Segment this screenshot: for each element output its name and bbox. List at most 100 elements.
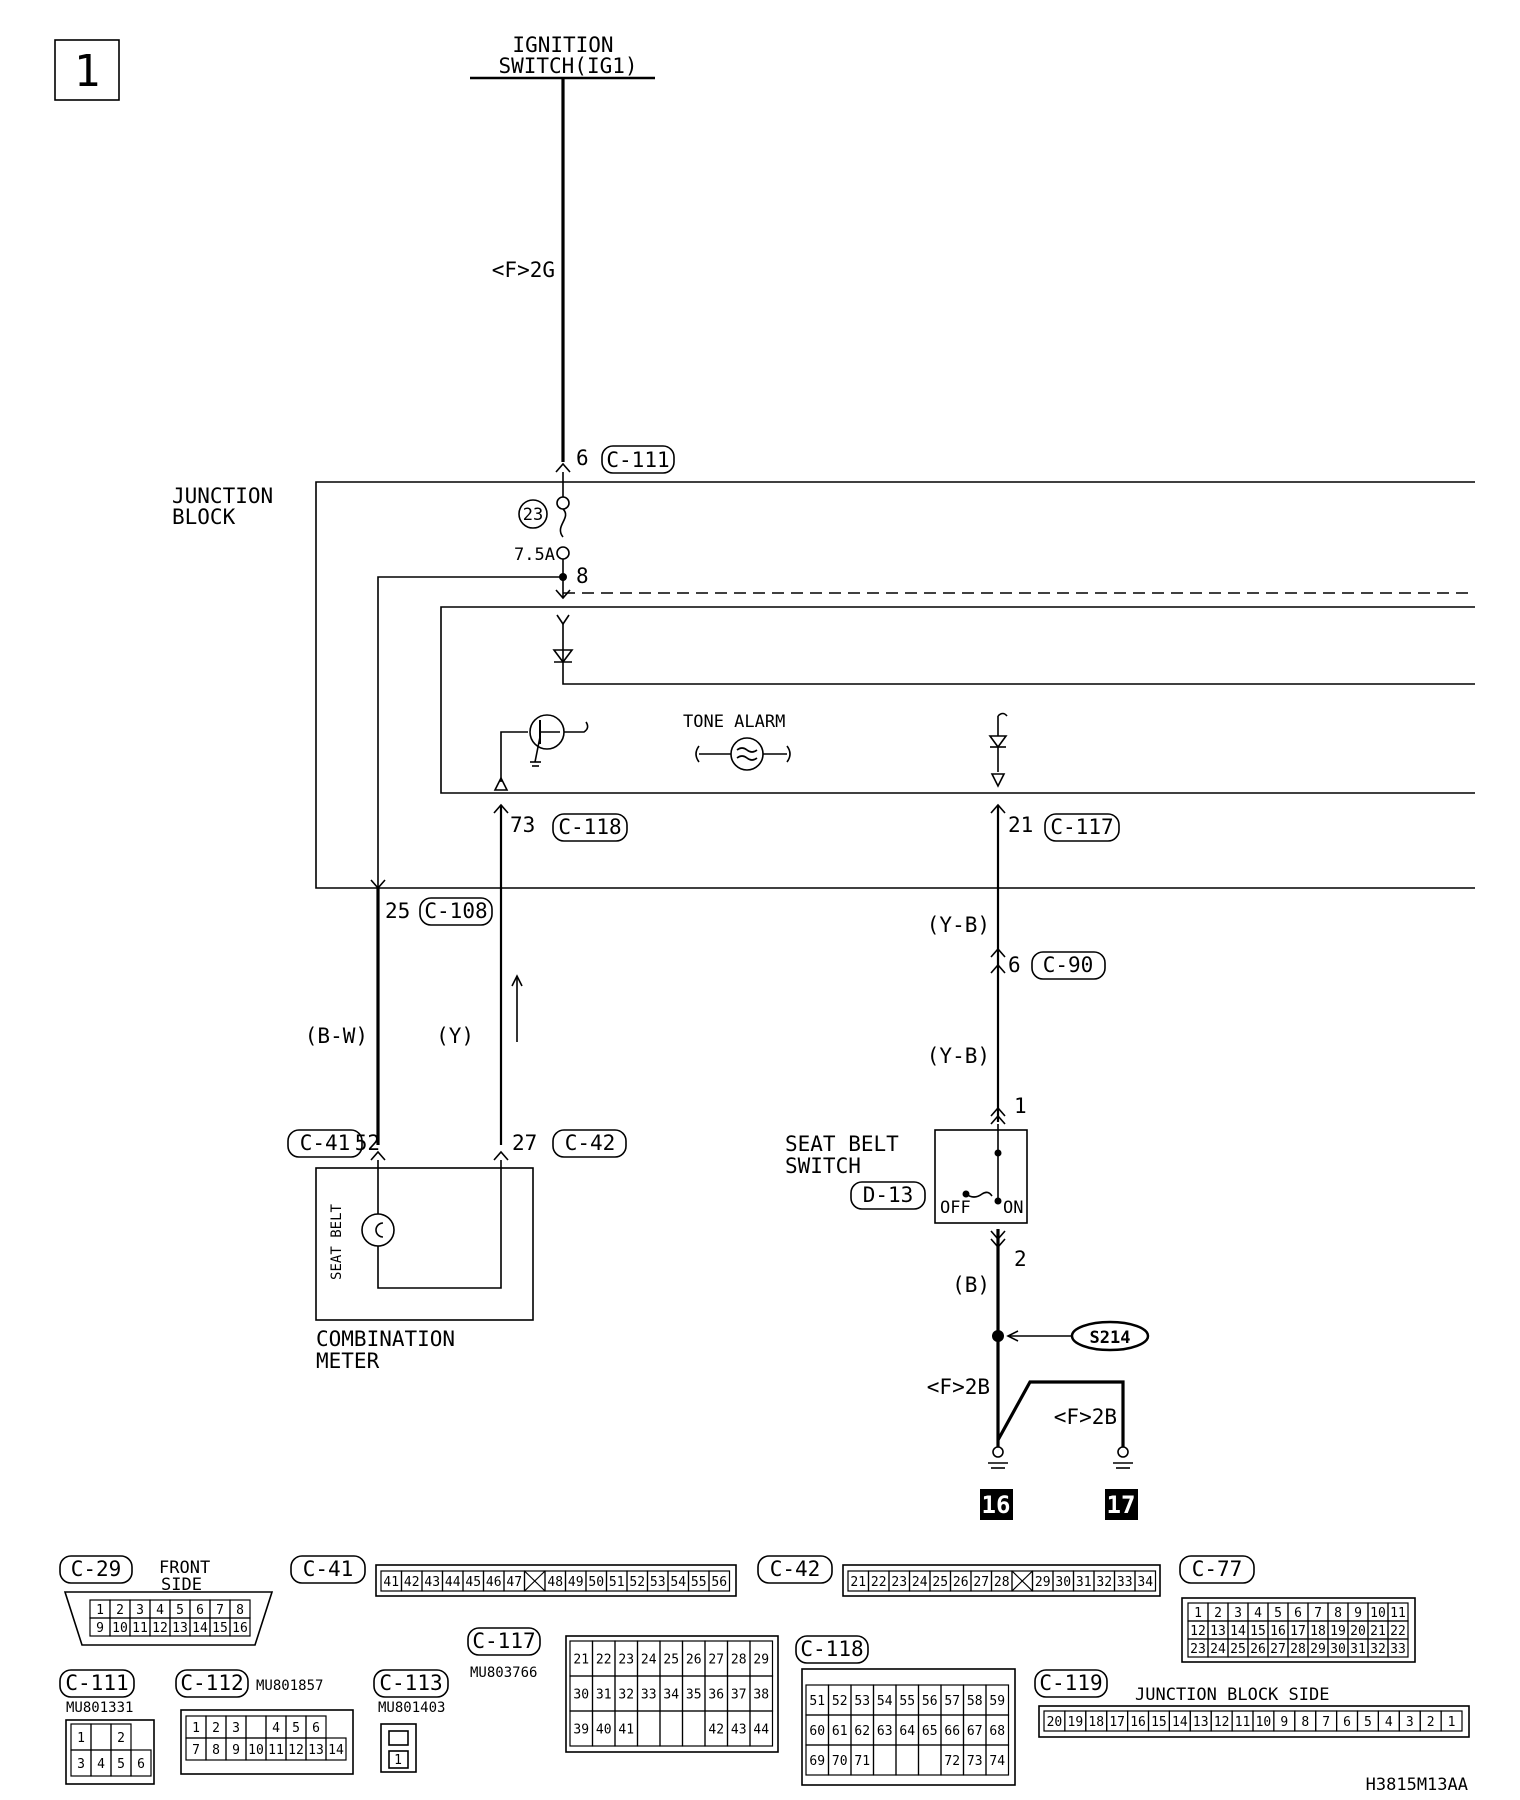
pin-number: 69	[809, 1754, 825, 1769]
pin-number: 27	[1270, 1642, 1286, 1657]
figure-code: H3815M13AA	[1366, 1775, 1468, 1795]
combination-meter-box	[315, 1167, 534, 1321]
pin-number: 66	[944, 1724, 960, 1739]
pin-number: 6	[137, 1757, 145, 1772]
pin-number: 10	[248, 1743, 264, 1758]
legend-c113-label: C-113	[379, 1671, 442, 1695]
pin-number: 11	[1390, 1606, 1406, 1621]
connector-d13-badge	[850, 1181, 926, 1210]
pin-2: 2	[1014, 1247, 1027, 1271]
pin-number: 9	[1354, 1606, 1362, 1621]
pin-number: 34	[663, 1688, 679, 1703]
transistor-lead	[564, 721, 589, 733]
legend-c112-label: C-112	[180, 1671, 243, 1695]
pin-21: 21	[1008, 813, 1033, 837]
tone-alarm-waves	[736, 747, 758, 761]
legend-c29-badge	[59, 1555, 133, 1584]
pin-number: 12	[1214, 1715, 1230, 1730]
legend-c42-shell	[842, 1564, 1161, 1597]
switch-contact-top	[994, 1149, 1002, 1157]
pin-number: 12	[1190, 1624, 1206, 1639]
pin-number: 62	[854, 1724, 870, 1739]
pin-cell	[636, 1710, 661, 1747]
legend-c112-part: MU801857	[256, 1678, 323, 1694]
pin-number: 19	[1068, 1715, 1084, 1730]
fuse-element	[559, 508, 567, 538]
pin-number: 10	[1256, 1715, 1272, 1730]
pin-number: 45	[465, 1575, 481, 1590]
wire-label-f2g: <F>2G	[492, 258, 555, 282]
pin-number: 28	[1290, 1642, 1306, 1657]
splice-label: S214	[1090, 1328, 1131, 1348]
pin-number: 53	[650, 1575, 666, 1590]
pin-number: 24	[912, 1575, 928, 1590]
junction-label-1: JUNCTION	[172, 484, 273, 508]
pin-number: 3	[1234, 1606, 1242, 1621]
pin-number: 15	[1250, 1624, 1266, 1639]
pin-number: 3	[232, 1721, 240, 1736]
connector-c118-badge	[552, 813, 628, 842]
pin-number: 74	[989, 1754, 1005, 1769]
legend-c119-badge	[1034, 1669, 1108, 1698]
legend-c111-part: MU801331	[66, 1700, 133, 1716]
pin-number: 21	[850, 1575, 866, 1590]
connector-c111-badge	[601, 445, 675, 474]
pin-number: 56	[922, 1694, 938, 1709]
pin-number: 29	[1035, 1575, 1051, 1590]
pin-number: 26	[686, 1653, 702, 1668]
switch-on-label: ON	[1003, 1198, 1023, 1218]
pin-number: 32	[618, 1688, 634, 1703]
combination-meter-label-2: METER	[316, 1349, 380, 1373]
pin-number: 55	[691, 1575, 707, 1590]
ground-17-badge	[1105, 1489, 1138, 1520]
pin-number: 33	[641, 1688, 657, 1703]
pin-number: 5	[1364, 1715, 1372, 1730]
pin-number: 59	[989, 1694, 1005, 1709]
connector-arrow-c90-bottom	[990, 963, 1006, 974]
pin-number: 55	[899, 1694, 915, 1709]
pin-number: 2	[117, 1731, 125, 1746]
legend-c119-note: JUNCTION BLOCK SIDE	[1135, 1685, 1329, 1705]
pin-number: 40	[596, 1723, 612, 1738]
switch-off-label: OFF	[940, 1198, 971, 1218]
pin-number: 17	[1109, 1715, 1125, 1730]
pin-cell	[1134, 1570, 1157, 1592]
pin-number: 28	[731, 1653, 747, 1668]
pin-number: 65	[922, 1724, 938, 1739]
fuse-number: 23	[523, 505, 543, 525]
pin-number: 15	[1151, 1715, 1167, 1730]
fuse-rating: 7.5A	[514, 545, 555, 565]
pin-number: 5	[1274, 1606, 1282, 1621]
pin-number: 8	[1301, 1715, 1309, 1730]
pin-number: 1	[192, 1721, 200, 1736]
connector-c41-badge	[287, 1129, 363, 1158]
pin-number: 1	[1194, 1606, 1202, 1621]
pin-cell	[681, 1710, 706, 1747]
pin-6-c111: 6	[576, 446, 589, 470]
pin-number: 60	[809, 1724, 825, 1739]
pin-number: 70	[832, 1754, 848, 1769]
pin-number: 14	[1172, 1715, 1188, 1730]
switch-lever	[965, 1191, 993, 1198]
pin-cell-empty-mark	[524, 1570, 546, 1592]
triangle-21	[990, 773, 1006, 788]
legend-c117-label: C-117	[472, 1629, 535, 1653]
pin-number: 49	[568, 1575, 584, 1590]
connector-arrow-52	[370, 1150, 386, 1161]
connector-arrow-1-top	[990, 1106, 1006, 1117]
pin-number: 9	[96, 1621, 104, 1636]
legend-c118-label: C-118	[800, 1637, 863, 1661]
pin-number: 71	[854, 1754, 870, 1769]
pin-number: 29	[753, 1653, 769, 1668]
connector-c90-label: C-90	[1043, 953, 1094, 977]
pin-cell-empty-mark	[1011, 1570, 1033, 1592]
tone-alarm-leads	[695, 745, 791, 763]
legend-c119-label: C-119	[1039, 1671, 1102, 1695]
connector-c108-label: C-108	[424, 899, 487, 923]
pin-number: 11	[268, 1743, 284, 1758]
pin-number: 51	[809, 1694, 825, 1709]
pin-number: 22	[596, 1653, 612, 1668]
